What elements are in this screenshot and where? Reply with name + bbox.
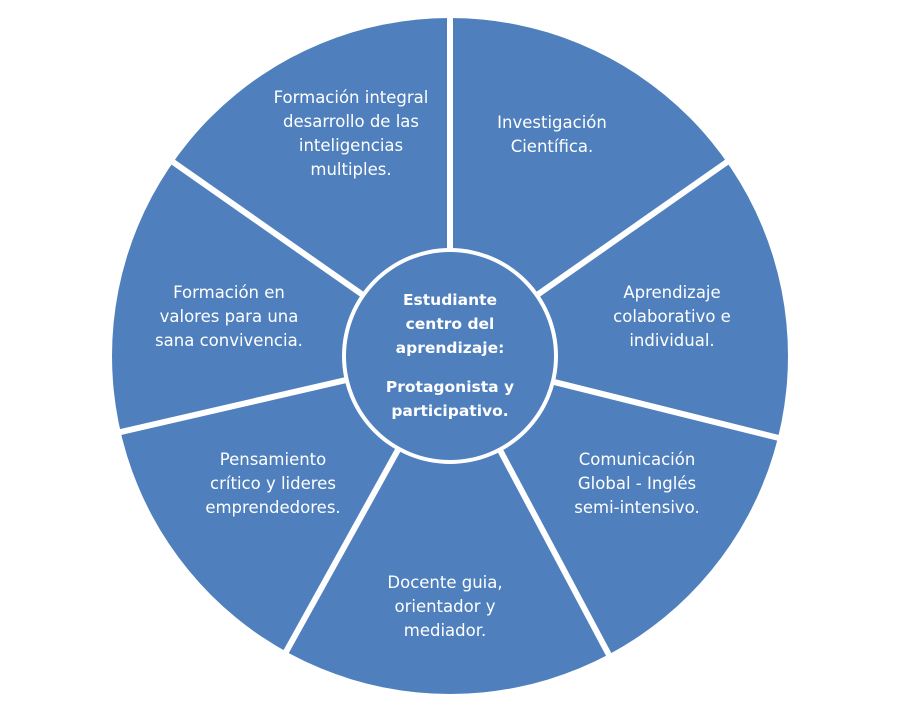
segment-pensamiento: Pensamiento crítico y lideres emprendedore… <box>205 450 340 517</box>
segment-label-line: multiples. <box>310 160 391 179</box>
center-title-line: Estudiante <box>403 291 497 309</box>
segment-label-line: Formación integral <box>274 88 429 107</box>
segment-formacion-integral: Formación integral desarrollo de las intel… <box>274 88 429 179</box>
center-title: Estudiante centro del aprendizaje: <box>396 291 505 357</box>
segment-label-line: desarrollo de las <box>283 112 419 131</box>
center-subtitle: Protagonista y participativo. <box>386 378 514 420</box>
segment-label-aprendizaje: Aprendizaje colaborativo e individual. <box>613 283 731 350</box>
segment-label-line: crítico y lideres <box>210 474 336 493</box>
segment-label-line: inteligencias <box>299 136 403 155</box>
segment-label-line: Pensamiento <box>220 450 327 469</box>
segment-label-line: individual. <box>629 331 714 350</box>
segment-divider-2 <box>533 157 732 299</box>
segment-label-docente: Docente guia, orientador y mediador. <box>387 573 502 640</box>
segment-label-line: orientador y <box>394 597 495 616</box>
segment-label-line: Investigación <box>497 113 607 132</box>
segment-label-line: Comunicación <box>579 450 696 469</box>
segment-aprendizaje: Aprendizaje colaborativo e individual. <box>613 283 731 350</box>
segment-label-line: Global - Inglés <box>578 474 696 493</box>
center-label: Estudiante centro del aprendizaje: Protagon… <box>386 291 514 420</box>
segment-label-line: colaborativo e <box>613 307 731 326</box>
segment-label-line: semi-intensivo. <box>574 498 699 517</box>
segment-dividers <box>116 14 783 660</box>
segment-label-valores: Formación en valores para una sana convive… <box>155 283 303 350</box>
center-title-line: aprendizaje: <box>396 339 505 357</box>
segment-divider-5 <box>281 445 403 657</box>
segment-label-line: Docente guia, <box>387 573 502 592</box>
segment-label-line: Aprendizaje <box>623 283 720 302</box>
segment-divider-6 <box>116 376 350 436</box>
segment-divider-7 <box>168 157 367 299</box>
segment-label-line: emprendedores. <box>205 498 340 517</box>
segment-label-formacion-integral: Formación integral desarrollo de las intel… <box>274 88 429 179</box>
segment-label-line: Científica. <box>511 137 594 156</box>
segment-label-line: valores para una <box>160 307 299 326</box>
segment-label-line: mediador. <box>404 621 486 640</box>
center-subtitle-line: Protagonista y <box>386 378 514 396</box>
center-circle <box>346 252 554 460</box>
segment-label-pensamiento: Pensamiento crítico y lideres emprendedore… <box>205 450 340 517</box>
segment-label-line: Formación en <box>173 283 285 302</box>
center-subtitle-line: participativo. <box>391 402 508 420</box>
center-title-line: centro del <box>406 315 495 333</box>
segment-valores: Formación en valores para una sana convive… <box>155 283 303 350</box>
segment-docente: Docente guia, orientador y mediador. <box>387 573 502 640</box>
segment-divider-4 <box>496 446 614 660</box>
segment-label-line: sana convivencia. <box>155 331 303 350</box>
segment-divider-3 <box>550 378 783 442</box>
